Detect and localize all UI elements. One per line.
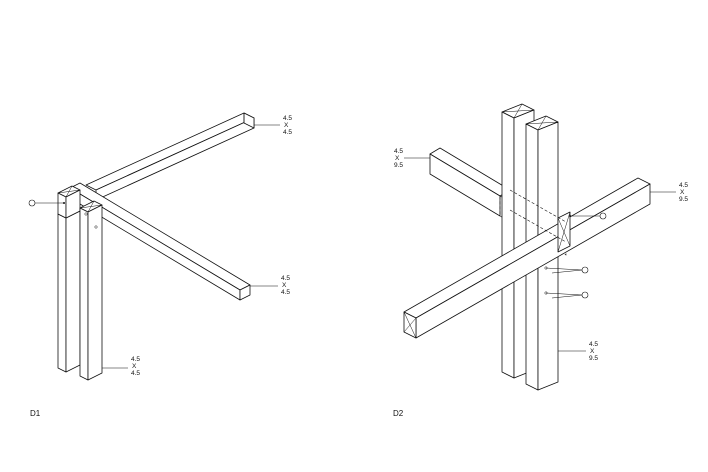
svg-text:X: X [282,282,287,289]
svg-text:X: X [590,348,595,355]
d1-post-right [79,200,103,381]
svg-text:4.5: 4.5 [679,182,688,189]
d1-dim-top: 4.5 X 4.5 [254,115,292,136]
d2-callout-top [569,212,607,220]
d2-dim-right: 4.5 X 9.5 [650,182,688,203]
d2-hidden-joint [509,189,567,243]
d2-callout-low [545,291,589,299]
d2-dim-left: 4.5 X 9.5 [394,148,430,169]
detail-d2: 4.5 X 9.5 4.5 X 9.5 4.5 X 9.5 D2 [393,103,688,418]
svg-text:4.5: 4.5 [394,148,403,155]
d1-callout [28,199,65,207]
svg-text:9.5: 9.5 [394,162,403,169]
svg-text:9.5: 9.5 [589,355,598,362]
svg-text:4.5: 4.5 [281,289,290,296]
svg-text:X: X [284,122,289,129]
d1-peg-1 [84,212,88,216]
d2-beam-front [403,177,651,339]
d1-dim-right: 4.5 X 4.5 [250,275,290,296]
svg-text:X: X [395,155,400,162]
d1-caption: D1 [30,409,41,418]
svg-text:4.5: 4.5 [283,115,292,122]
svg-text:4.5: 4.5 [131,370,140,377]
svg-text:X: X [132,363,137,370]
d1-peg-2 [94,225,98,229]
svg-text:X: X [680,189,685,196]
svg-text:4.5: 4.5 [281,275,290,282]
d1-post-left [57,185,81,373]
d2-caption: D2 [393,409,404,418]
svg-text:4.5: 4.5 [283,129,292,136]
detail-d1: 4.5 X 4.5 4.5 X 4.5 4.5 X 4.5 D1 [28,112,292,418]
d2-callout-mid [545,266,589,274]
svg-text:9.5: 9.5 [679,196,688,203]
d1-beam-front [69,182,251,301]
d2-dim-bottom: 4.5 X 9.5 [558,341,598,362]
d1-dim-bottom: 4.5 X 4.5 [102,356,140,377]
svg-text:4.5: 4.5 [589,341,598,348]
d1-beam-back [85,112,255,201]
svg-text:4.5: 4.5 [131,356,140,363]
